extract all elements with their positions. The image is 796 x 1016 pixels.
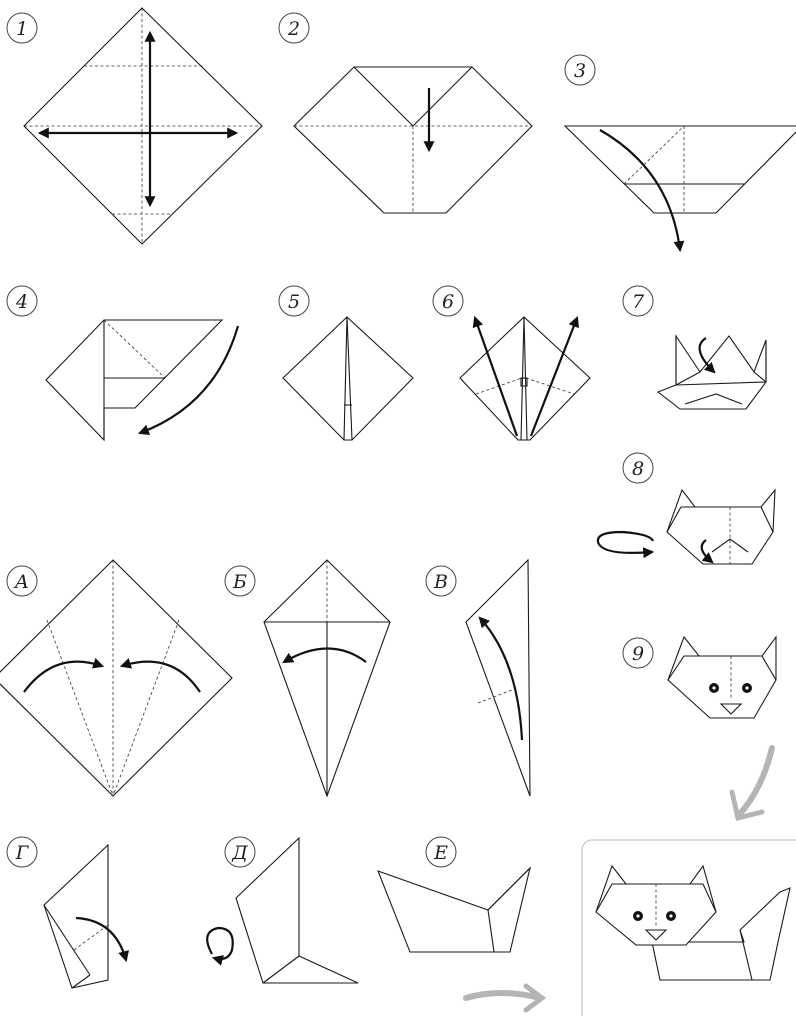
step-7: 7 — [623, 286, 766, 409]
step-1-badge: 1 — [7, 13, 37, 43]
svg-text:6: 6 — [442, 291, 454, 313]
tail-step-b: Б — [225, 560, 390, 796]
connector-arrow-e-to-result — [466, 993, 540, 998]
tail-step-d: Д — [207, 837, 358, 983]
step-6-badge: 6 — [433, 286, 463, 316]
svg-text:4: 4 — [15, 291, 28, 313]
connector-arrow-9-to-result — [738, 748, 772, 816]
tail-step-b-badge: Б — [225, 566, 255, 596]
tail-step-e: Е — [378, 837, 530, 952]
svg-text:Д: Д — [231, 842, 248, 864]
svg-text:Б: Б — [232, 571, 247, 593]
svg-text:9: 9 — [632, 643, 644, 665]
tail-step-v-badge: В — [426, 566, 456, 596]
step-3: 3 — [565, 55, 796, 250]
step-4-badge: 4 — [7, 286, 37, 316]
step-5: 5 — [279, 286, 413, 440]
svg-text:7: 7 — [632, 291, 645, 313]
svg-text:5: 5 — [288, 291, 300, 313]
svg-text:Г: Г — [15, 842, 30, 864]
svg-text:8: 8 — [632, 458, 644, 480]
svg-text:А: А — [13, 571, 29, 593]
tail-step-e-badge: Е — [426, 837, 456, 867]
svg-text:2: 2 — [287, 18, 300, 40]
svg-text:1: 1 — [16, 18, 28, 40]
tail-step-g: Г — [7, 837, 126, 988]
step-4: 4 — [7, 286, 238, 440]
tail-step-g-badge: Г — [7, 837, 37, 867]
final-cat-result — [582, 840, 796, 1016]
step-7-badge: 7 — [623, 286, 653, 316]
svg-text:3: 3 — [574, 60, 586, 82]
step-1: 1 — [7, 8, 262, 244]
step-8-badge: 8 — [623, 453, 653, 483]
tail-step-v: В — [426, 560, 530, 796]
step-2-badge: 2 — [279, 13, 309, 43]
step-9: 9 — [623, 637, 776, 718]
svg-text:В: В — [433, 571, 448, 593]
step-9-badge: 9 — [623, 638, 653, 668]
step-3-badge: 3 — [565, 55, 595, 85]
step-6: 6 — [433, 286, 590, 440]
tail-step-d-badge: Д — [225, 837, 255, 867]
step-8: 8 — [598, 453, 775, 564]
step-2: 2 — [279, 13, 532, 213]
svg-text:Е: Е — [433, 842, 448, 864]
tail-step-a: А — [0, 560, 232, 796]
step-5-badge: 5 — [279, 286, 309, 316]
tail-step-a-badge: А — [7, 566, 37, 596]
